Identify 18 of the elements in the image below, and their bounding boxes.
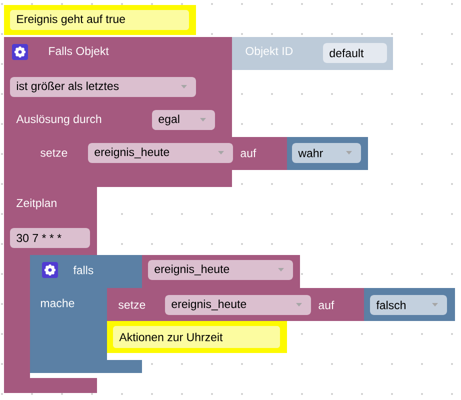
dropdown-field: falsch: [370, 295, 447, 315]
dropdown-field: ereignis_heute: [148, 260, 293, 280]
dropdown-field: ereignis_heute: [165, 295, 311, 315]
node-label: setze: [40, 149, 68, 157]
node-label: Zeitplan: [16, 198, 56, 210]
dropdown-field: egal: [152, 110, 215, 130]
comment-note: Ereignis geht auf true: [4, 5, 196, 35]
text-field: default: [323, 43, 387, 63]
node-label: auf: [318, 300, 334, 310]
node-label: auf: [240, 148, 256, 158]
node-label: setze: [118, 301, 146, 309]
text-field: 30 7 * * *: [10, 228, 90, 248]
dropdown-field: ereignis_heute: [88, 143, 233, 163]
dropdown-field: wahr: [292, 143, 361, 163]
dropdown-field: ist größer als letztes: [10, 77, 196, 97]
comment-note: Aktionen zur Uhrzeit: [107, 321, 287, 353]
node-label: Falls Objekt: [49, 46, 109, 58]
node-label: Auslösung durch: [16, 114, 102, 126]
